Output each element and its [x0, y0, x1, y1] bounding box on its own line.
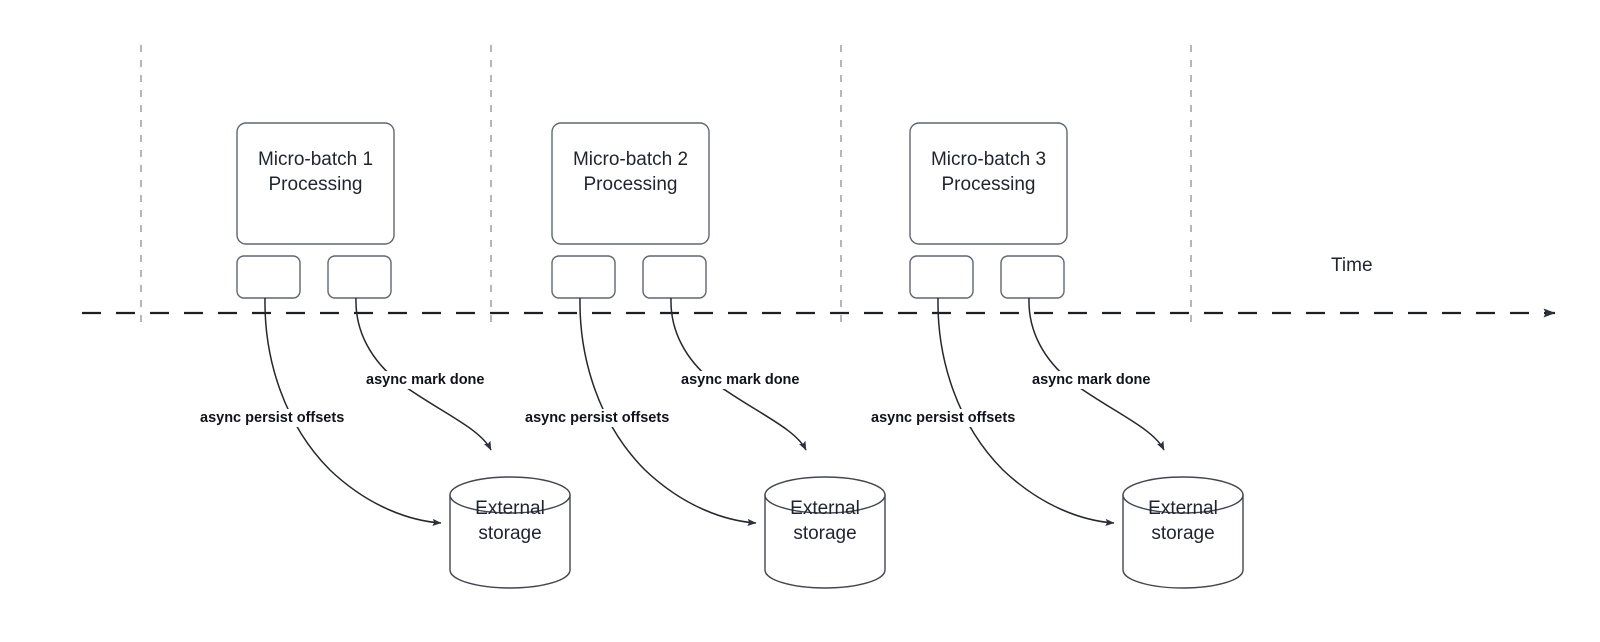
edge-persist-offsets — [937, 297, 1115, 527]
micro-batch-box[interactable] — [909, 122, 1068, 245]
task-box-mark[interactable] — [327, 255, 392, 299]
edge-label-mark-done-3: async mark done — [1030, 371, 1153, 389]
task-box-persist[interactable] — [551, 255, 616, 299]
task-box-mark[interactable] — [642, 255, 707, 299]
edge-label-persist-offsets-3: async persist offsets — [869, 409, 1018, 427]
task-box-persist[interactable] — [236, 255, 301, 299]
external-storage-label-3: External storage — [1148, 498, 1218, 544]
external-storage-cylinder[interactable] — [764, 476, 886, 589]
micro-batch-box[interactable] — [236, 122, 395, 245]
group-1 — [236, 122, 571, 589]
external-storage-label-2: External storage — [790, 498, 860, 544]
edge-persist-offsets — [264, 297, 442, 527]
micro-batch-label-1: Micro-batch 1 Processing — [257, 149, 374, 195]
task-box-mark[interactable] — [1000, 255, 1065, 299]
edge-label-mark-done-1: async mark done — [364, 371, 487, 389]
micro-batch-box[interactable] — [551, 122, 710, 245]
external-storage-label-1: External storage — [475, 498, 545, 544]
edge-label-persist-offsets-2: async persist offsets — [523, 409, 672, 427]
micro-batch-label-3: Micro-batch 3 Processing — [930, 149, 1047, 195]
group-2 — [551, 122, 886, 589]
edge-persist-offsets — [579, 297, 757, 527]
edge-label-persist-offsets-1: async persist offsets — [198, 409, 347, 427]
group-3 — [909, 122, 1244, 589]
micro-batch-label-2: Micro-batch 2 Processing — [572, 149, 689, 195]
task-box-persist[interactable] — [909, 255, 974, 299]
edge-label-mark-done-2: async mark done — [679, 371, 802, 389]
time-axis-label: Time — [1331, 255, 1373, 276]
external-storage-cylinder[interactable] — [449, 476, 571, 589]
separator-group — [140, 45, 1192, 330]
external-storage-cylinder[interactable] — [1122, 476, 1244, 589]
